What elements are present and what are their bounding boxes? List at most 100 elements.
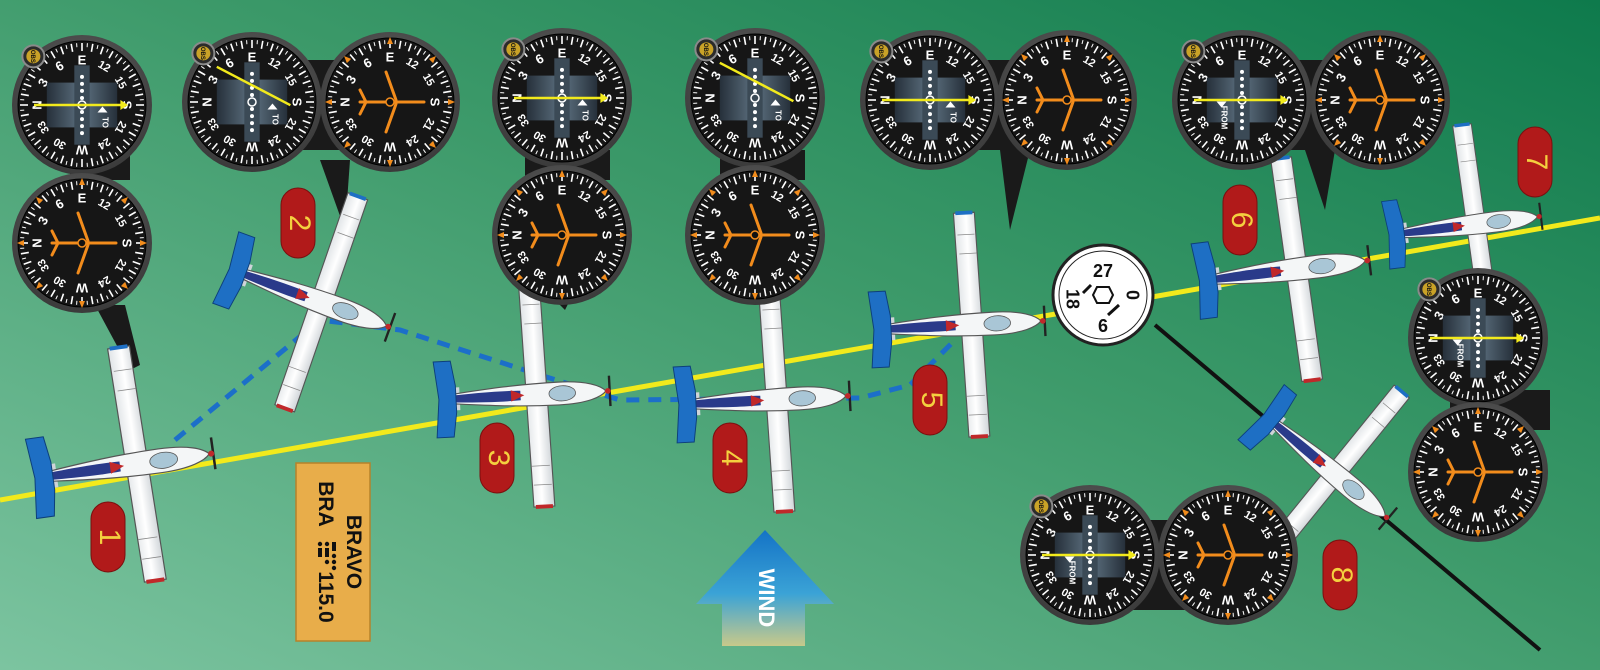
aircraft-symbol <box>1446 440 1514 504</box>
compass-label: E <box>1474 419 1483 434</box>
compass-label: 30 <box>1350 130 1367 147</box>
obs-knob[interactable]: OBS <box>501 37 526 62</box>
dial-label-18: 18 <box>1062 289 1082 309</box>
obs-knob-label: OBS <box>199 47 205 60</box>
vor-indicator: N36E1215S2124W3033FROMOBS <box>1172 30 1312 170</box>
station-ident: BRA <box>314 481 337 527</box>
compass-label: 33 <box>1182 569 1199 586</box>
compass-label: S <box>793 231 808 240</box>
compass-label: E <box>558 182 567 197</box>
compass-label: E <box>1238 47 1247 62</box>
compass-label: N <box>702 230 717 239</box>
compass-label: 30 <box>1448 368 1465 385</box>
to-from-flag: TO <box>948 112 957 123</box>
to-from-flag: TO <box>270 114 279 125</box>
obs-knob[interactable]: OBS <box>1181 39 1206 64</box>
position-badge-1: 1 <box>90 501 126 573</box>
compass-label: S <box>120 239 135 248</box>
compass-label: 15 <box>1508 442 1525 459</box>
compass-label: E <box>751 45 760 60</box>
cdi-needle <box>719 61 794 103</box>
compass-label: N <box>1014 95 1029 104</box>
compass-label: E <box>1224 502 1233 517</box>
position-badge-label: 5 <box>915 392 948 409</box>
station-name: BRAVO <box>342 515 365 589</box>
obs-knob-label: OBS <box>1037 500 1043 513</box>
obs-knob[interactable]: OBS <box>694 37 719 62</box>
compass-label: 12 <box>266 56 283 73</box>
compass-label: 21 <box>1508 486 1525 503</box>
compass-label: 30 <box>532 265 549 282</box>
compass-label: S <box>793 94 808 103</box>
compass-label: 30 <box>1037 130 1054 147</box>
position-badge-5: 5 <box>912 364 948 436</box>
to-from-flag: FROM <box>1456 344 1465 368</box>
to-from-flag: TO <box>100 117 109 128</box>
compass-label: E <box>248 49 257 64</box>
compass-label: 33 <box>36 257 53 274</box>
aircraft-symbol <box>723 203 791 267</box>
compass-label: 12 <box>1081 54 1098 71</box>
compass-label: 15 <box>112 213 129 230</box>
position-badge-label: 4 <box>715 450 748 467</box>
compass-label: W <box>1221 593 1234 608</box>
compass-label: S <box>1105 96 1120 105</box>
position-badge-7: 7 <box>1517 126 1553 198</box>
obs-knob[interactable]: OBS <box>191 41 216 66</box>
position-badges: 12 3 4 5 6 7 8 <box>90 126 1553 611</box>
compass-label: N <box>509 230 524 239</box>
compass-label: E <box>1376 47 1385 62</box>
position-badge-label: 6 <box>1225 212 1258 229</box>
obs-knob[interactable]: OBS <box>869 39 894 64</box>
compass-label: W <box>555 273 568 288</box>
compass-label: 12 <box>769 189 786 206</box>
compass-label: E <box>1474 285 1483 300</box>
compass-label: N <box>1327 95 1342 104</box>
compass-label: W <box>555 136 568 151</box>
compass-label: 21 <box>1410 114 1427 131</box>
compass-label: 30 <box>1198 585 1215 602</box>
station-morse-code <box>317 541 337 571</box>
compass-label: 12 <box>1256 54 1273 71</box>
compass-label: W <box>1235 138 1248 153</box>
compass-label: N <box>337 97 352 106</box>
compass-label: E <box>78 52 87 67</box>
compass-label: 30 <box>1212 130 1229 147</box>
to-from-flag: TO <box>580 110 589 121</box>
compass-label: 12 <box>576 52 593 69</box>
compass-label: 30 <box>222 132 239 149</box>
obs-knob[interactable]: OBS <box>21 44 46 69</box>
compass-label: 30 <box>725 265 742 282</box>
vor-indicator: N36E1215S2124W3033FROMOBS <box>1020 485 1160 625</box>
compass-label: E <box>386 49 395 64</box>
compass-label: 21 <box>592 249 609 266</box>
obs-knob[interactable]: OBS <box>1417 277 1442 302</box>
cdi-needle <box>216 65 291 107</box>
position-badge-label: 8 <box>1325 567 1358 584</box>
obs-knob-label: OBS <box>29 50 35 63</box>
compass-label: W <box>1471 376 1484 391</box>
station-frequency: 115.0 <box>314 571 337 622</box>
compass-label: 33 <box>1432 486 1449 503</box>
compass-label: W <box>1060 138 1073 153</box>
compass-label: N <box>1425 467 1440 476</box>
compass-label: 30 <box>52 135 69 152</box>
position-badge-4: 4 <box>712 422 748 494</box>
vor-indicator: N36E1215S2124W3033FROMOBS <box>1408 268 1548 408</box>
compass-label: W <box>1471 510 1484 525</box>
compass-label: 33 <box>1334 114 1351 131</box>
position-badge-3: 3 <box>479 422 515 494</box>
compass-label: W <box>748 273 761 288</box>
obs-knob[interactable]: OBS <box>1029 494 1054 519</box>
compass-label: 30 <box>52 273 69 290</box>
compass-label: W <box>75 281 88 296</box>
compass-label: 12 <box>944 54 961 71</box>
